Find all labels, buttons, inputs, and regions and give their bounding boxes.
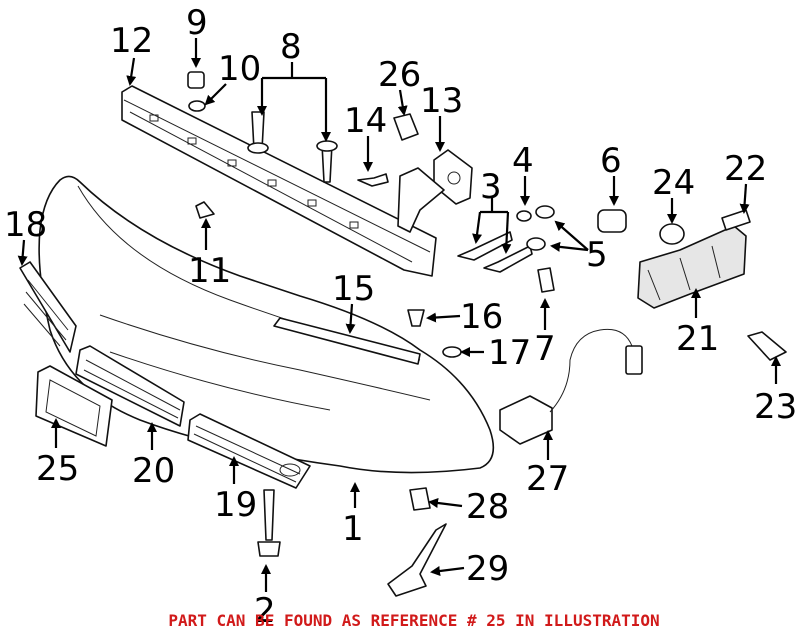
callout-28: 28 [466, 487, 509, 527]
callout-14: 14 [344, 101, 387, 141]
callout-25: 25 [36, 449, 79, 489]
callout-9: 9 [186, 3, 208, 43]
support-bracket [397, 149, 473, 233]
callout-22: 22 [724, 149, 767, 189]
callout-24: 24 [652, 163, 695, 203]
callout-2: 2 [254, 591, 276, 631]
callout-19: 19 [214, 485, 257, 525]
callouts: 1 2 3 4 5 6 7 8 9 10 11 12 13 14 15 16 1… [4, 3, 797, 631]
callout-11: 11 [188, 251, 231, 291]
callout-16: 16 [460, 297, 503, 337]
callout-13: 13 [420, 81, 463, 121]
callout-20: 20 [132, 451, 175, 491]
leader-lines [17, 38, 781, 592]
callout-8: 8 [280, 27, 302, 67]
callout-23: 23 [754, 387, 797, 427]
callout-27: 27 [526, 459, 569, 499]
callout-1: 1 [342, 509, 364, 549]
callout-7: 7 [534, 329, 556, 369]
callout-15: 15 [332, 269, 375, 309]
callout-6: 6 [600, 141, 622, 181]
callout-18: 18 [4, 205, 47, 245]
footnote-text: PART CAN BE FOUND AS REFERENCE # 25 IN I… [168, 611, 659, 630]
callout-5: 5 [586, 235, 608, 275]
center-grille [187, 413, 311, 489]
side-bracket [637, 225, 747, 309]
callout-29: 29 [466, 549, 509, 589]
license-plate-bracket [35, 365, 113, 447]
callout-21: 21 [676, 319, 719, 359]
lower-bracket [387, 523, 447, 597]
callout-17: 17 [488, 333, 531, 373]
fasteners [187, 71, 787, 557]
lower-grille [75, 345, 185, 427]
callout-10: 10 [218, 49, 261, 89]
callout-3: 3 [480, 167, 502, 207]
callout-26: 26 [378, 55, 421, 95]
wiring-harness [499, 328, 643, 445]
upper-trim-strip [273, 317, 421, 365]
reinforcement-bar [121, 85, 437, 277]
callout-12: 12 [110, 21, 153, 61]
callout-4: 4 [512, 141, 534, 181]
